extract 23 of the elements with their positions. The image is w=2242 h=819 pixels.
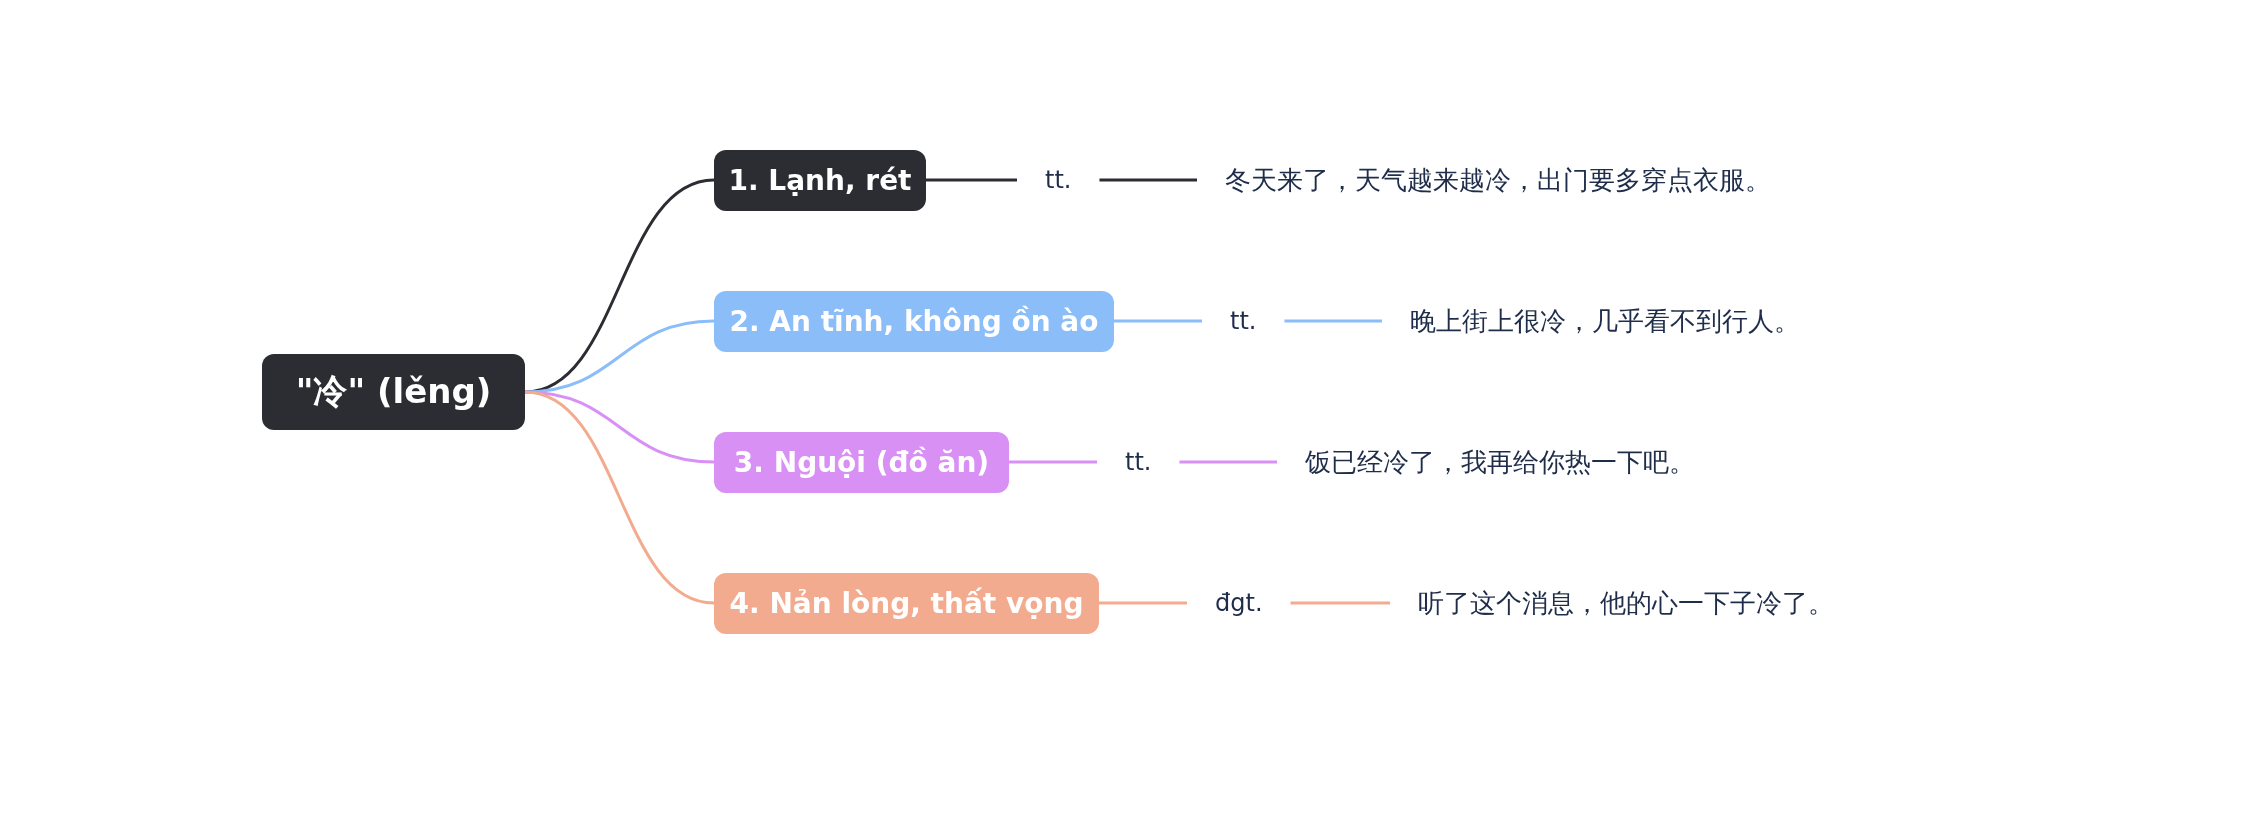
connector-line [1099,601,1187,605]
branch-box: 1. Lạnh, rét [714,149,926,211]
branch-box: 2. An tĩnh, không ồn ào [714,290,1114,352]
connector-line [1290,601,1390,605]
root-box: "冷" (lěng) [262,354,525,430]
connector-line [1179,460,1277,464]
connector-line [1284,319,1382,323]
example-sentence: 听了这个消息，他的心一下子冷了。 [1418,583,1834,623]
connector-line [1009,460,1097,464]
word-class-label: đgt. [1215,583,1263,623]
example-sentence: 晚上街上很冷，几乎看不到行人。 [1410,301,1800,341]
branch-box: 4. Nản lòng, thất vọng [714,572,1099,634]
connector-line [524,390,715,605]
word-class-label: tt. [1125,442,1152,482]
connector-line [926,178,1017,182]
example-sentence: 冬天来了，天气越来越冷，出门要多穿点衣服。 [1225,160,1771,200]
connector-line [1114,319,1202,323]
connector-line [524,319,715,394]
example-sentence: 饭已经冷了，我再给你热一下吧。 [1305,442,1695,482]
connector-line [1099,178,1197,182]
word-class-label: tt. [1230,301,1257,341]
word-class-label: tt. [1045,160,1072,200]
branch-box: 3. Nguội (đồ ăn) [714,431,1009,493]
